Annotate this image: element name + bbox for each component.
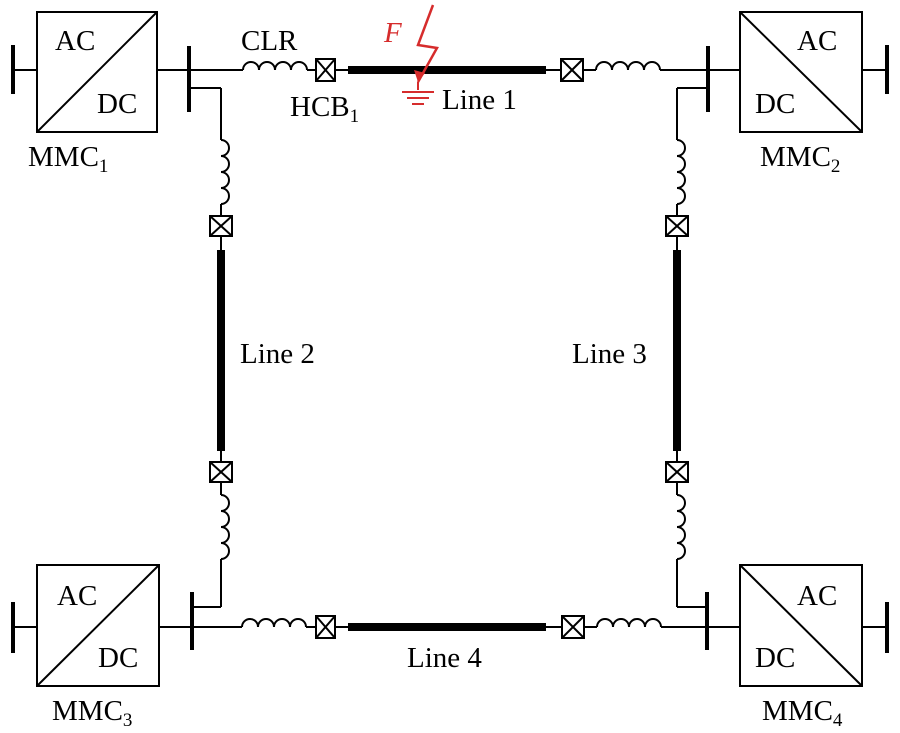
fault-lightning-icon xyxy=(416,4,439,83)
mmc3-name-text: MMC xyxy=(52,695,123,727)
clr-inductor-top-right xyxy=(595,61,661,71)
line4-label: Line 4 xyxy=(407,642,482,674)
mmc2-name-text: MMC xyxy=(760,141,831,173)
mmc1-name: MMC1 xyxy=(28,141,108,177)
mmc4-converter: AC DC MMC4 xyxy=(705,564,889,731)
inductor-left-lower xyxy=(220,494,230,560)
inductor-bottom-left xyxy=(241,618,307,628)
breaker-right-upper-icon xyxy=(665,215,689,237)
clr-label: CLR xyxy=(241,25,298,57)
breaker-left-upper-icon xyxy=(209,215,233,237)
mmc2-name: MMC2 xyxy=(760,141,840,177)
mmc1-name-text: MMC xyxy=(28,141,99,173)
clr-inductor-top-left xyxy=(242,61,308,71)
breaker-bottom-left-icon xyxy=(315,615,336,639)
line3-branch: Line 3 xyxy=(572,87,708,608)
mmc1-name-sub: 1 xyxy=(99,156,109,177)
mmc2-converter: AC DC MMC2 xyxy=(706,11,889,177)
hcb1-label-text: HCB xyxy=(290,91,350,123)
breaker-left-lower-icon xyxy=(209,461,233,483)
breaker-bottom-right-icon xyxy=(561,615,585,639)
inductor-bottom-right xyxy=(596,618,662,628)
fault-label: F xyxy=(383,17,402,49)
mmc3-dc-label: DC xyxy=(98,642,138,674)
inductor-right-lower xyxy=(676,494,686,560)
mmc3-ac-label: AC xyxy=(57,580,97,612)
mmc2-dc-label: DC xyxy=(755,88,795,120)
breaker-right-lower-icon xyxy=(665,461,689,483)
line2-branch: Line 2 xyxy=(189,87,315,608)
mmc2-name-sub: 2 xyxy=(831,156,841,177)
mmc1-ac-label: AC xyxy=(55,25,95,57)
line3-label: Line 3 xyxy=(572,338,647,370)
line2-label: Line 2 xyxy=(240,338,315,370)
line4-branch: Line 4 xyxy=(192,615,707,674)
inductor-left-upper xyxy=(220,139,230,205)
hcb1-breaker-icon xyxy=(315,58,336,82)
line1-label: Line 1 xyxy=(442,84,517,116)
mmc4-name-text: MMC xyxy=(762,695,833,727)
mmc3-name-sub: 3 xyxy=(123,710,133,731)
mmc4-ac-label: AC xyxy=(797,580,837,612)
fault-symbol: F xyxy=(383,4,439,105)
hcb1-label-sub: 1 xyxy=(350,106,360,127)
mmc1-dc-label: DC xyxy=(97,88,137,120)
mmc3-converter: AC DC MMC3 xyxy=(11,564,194,731)
mmc3-name: MMC3 xyxy=(52,695,132,731)
mmc2-ac-label: AC xyxy=(797,25,837,57)
breaker-top-right-icon xyxy=(560,58,584,82)
mmc1-converter: AC DC MMC1 xyxy=(11,11,191,177)
inductor-right-upper xyxy=(676,139,686,205)
hcb1-label: HCB1 xyxy=(290,91,359,127)
mmc4-name-sub: 4 xyxy=(833,710,843,731)
line1-branch: CLR HCB1 Line 1 xyxy=(189,25,708,127)
mmc4-name: MMC4 xyxy=(762,695,843,731)
ground-icon xyxy=(402,91,434,105)
mmc4-dc-label: DC xyxy=(755,642,795,674)
